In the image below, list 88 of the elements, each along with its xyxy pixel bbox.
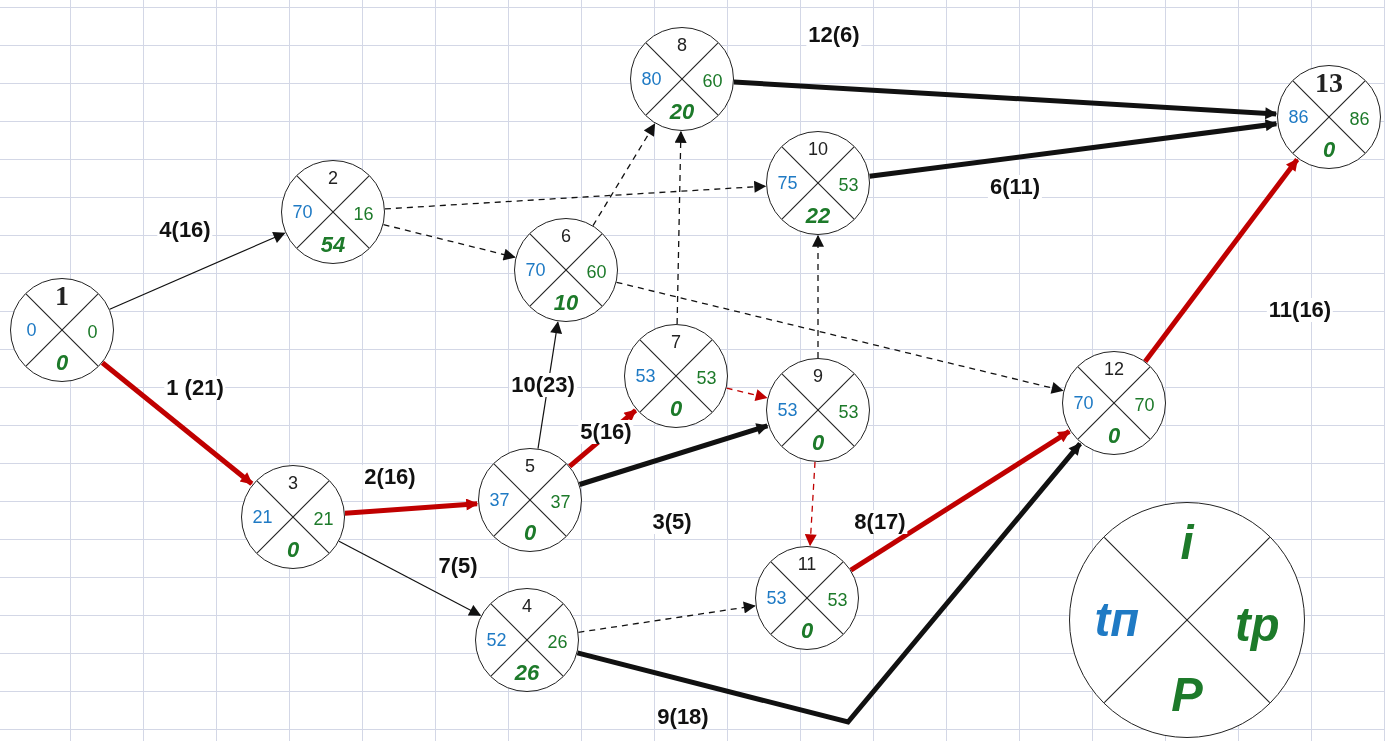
value-text: 60 [586, 263, 607, 282]
arrow [849, 429, 1071, 573]
reserve-value: 0 [800, 619, 814, 642]
value-text: 70 [1134, 396, 1155, 415]
edge-label: 2(16) [362, 465, 418, 489]
event-number: 6 [561, 227, 571, 246]
reserve-value: 0 [811, 431, 825, 454]
value-text: 70 [292, 203, 313, 221]
legend-symbol: i [1180, 519, 1194, 567]
event-number: 10 [808, 140, 828, 159]
edge-label: 12(6) [806, 23, 862, 47]
event-number: 5 [525, 457, 535, 476]
value-text: 80 [641, 70, 662, 88]
arrow [674, 130, 687, 325]
edge-label: 9(18) [655, 705, 711, 729]
edge-label: 1 (21) [164, 376, 226, 400]
reserve-value: 0 [1322, 138, 1336, 161]
edge-label: 6(11) [987, 175, 1043, 199]
event-number: 3 [288, 474, 298, 493]
value-text: 0 [87, 323, 98, 342]
event-circle [1062, 351, 1166, 455]
reserve-value: 0 [523, 521, 537, 544]
edge-label: 7(5) [436, 554, 480, 578]
arrow [869, 119, 1278, 179]
arrow [576, 442, 1082, 725]
value-text: 75 [777, 174, 798, 192]
arrow [578, 423, 769, 487]
legend-symbol: Р [1171, 671, 1203, 719]
value-text: 21 [252, 508, 273, 526]
reserve-value: 20 [669, 100, 695, 123]
value-text: 70 [525, 261, 546, 279]
value-text: 37 [489, 491, 510, 509]
value-text: 37 [550, 493, 571, 512]
edge-label: 5(16) [578, 420, 634, 444]
value-text: 60 [702, 72, 723, 91]
value-text: 16 [353, 205, 374, 224]
value-text: 53 [635, 367, 656, 385]
edge-label: 8(17) [852, 510, 908, 534]
legend-symbol: tр [1234, 601, 1280, 649]
arrow [1143, 157, 1300, 363]
edge-label: 11(16) [1266, 298, 1334, 322]
reserve-value: 54 [320, 233, 346, 256]
edge-label: 3(5) [650, 510, 694, 534]
value-text: 53 [838, 403, 859, 422]
reserve-value: 0 [669, 397, 683, 420]
event-number: 7 [671, 333, 681, 352]
reserve-value: 0 [1107, 424, 1121, 447]
arrow [733, 79, 1278, 120]
event-number: 2 [328, 169, 338, 188]
arrow [615, 281, 1064, 394]
event-number: 1 [55, 282, 69, 311]
reserve-value: 26 [514, 661, 540, 684]
value-text: 53 [766, 589, 787, 607]
value-text: 0 [26, 321, 37, 339]
edge-label: 10(23) [509, 373, 577, 397]
event-number: 12 [1104, 360, 1124, 379]
value-text: 53 [827, 591, 848, 610]
reserve-value: 0 [286, 538, 300, 561]
value-text: 26 [547, 633, 568, 652]
value-text: 53 [696, 369, 717, 388]
event-number: 4 [522, 597, 532, 616]
event-number: 9 [813, 367, 823, 386]
legend-symbol: tп [1094, 596, 1140, 644]
arrow [382, 223, 516, 261]
value-text: 53 [777, 401, 798, 419]
arrow [804, 461, 817, 547]
event-number: 13 [1315, 69, 1343, 98]
event-number: 11 [797, 555, 817, 574]
arrow [384, 180, 767, 210]
reserve-value: 10 [553, 291, 579, 314]
value-text: 53 [838, 176, 859, 195]
value-text: 86 [1288, 108, 1309, 126]
arrow [338, 540, 482, 616]
value-text: 86 [1349, 110, 1370, 129]
arrow [109, 232, 286, 310]
arrow [812, 234, 824, 359]
reserve-value: 0 [55, 351, 69, 374]
arrow [592, 123, 656, 227]
event-number: 8 [677, 36, 687, 55]
arrow [725, 387, 768, 401]
value-text: 21 [313, 510, 334, 529]
edge-label: 4(16) [157, 218, 213, 242]
value-text: 70 [1073, 394, 1094, 412]
arrow [100, 360, 254, 486]
reserve-value: 22 [805, 204, 831, 227]
arrow [577, 601, 756, 633]
arrow [344, 498, 479, 516]
value-text: 52 [486, 631, 507, 649]
